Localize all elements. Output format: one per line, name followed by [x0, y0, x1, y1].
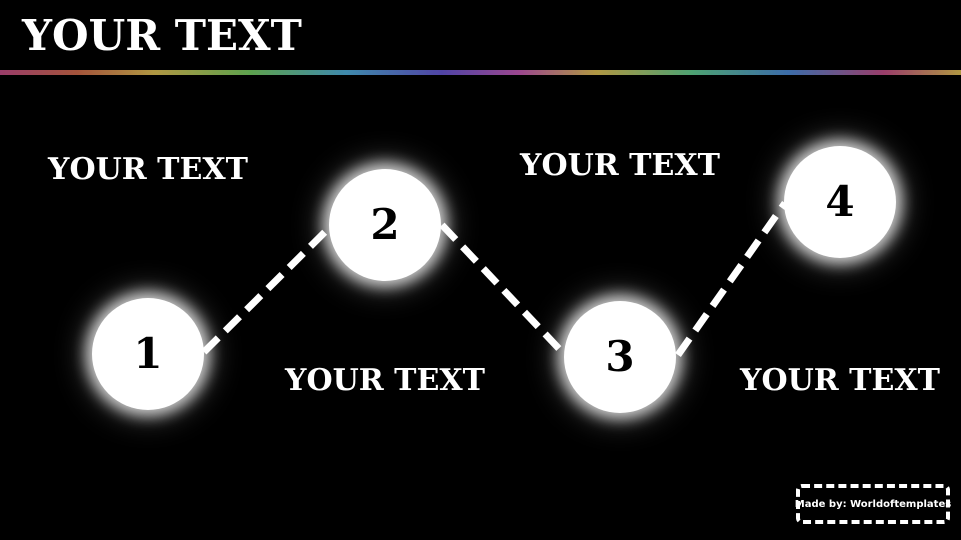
credit-badge: Made by: Worldoftemplates — [794, 484, 952, 524]
step-3-number: 3 — [605, 332, 635, 381]
rainbow-divider — [0, 70, 961, 75]
step-4-label[interactable]: YOUR TEXT — [740, 363, 940, 398]
connector-3-4 — [675, 200, 788, 358]
connector-1-2 — [201, 222, 335, 355]
slide-title[interactable]: YOUR TEXT — [22, 11, 302, 60]
step-3-label[interactable]: YOUR TEXT — [520, 148, 720, 183]
step-1-label[interactable]: YOUR TEXT — [48, 152, 248, 187]
step-2-label[interactable]: YOUR TEXT — [285, 363, 485, 398]
step-1-circle[interactable]: 1 — [92, 298, 204, 410]
step-1-number: 1 — [133, 329, 163, 378]
step-4-circle[interactable]: 4 — [784, 146, 896, 258]
step-3-circle[interactable]: 3 — [564, 301, 676, 413]
step-2-circle[interactable]: 2 — [329, 169, 441, 281]
step-4-number: 4 — [825, 177, 855, 226]
credit-text: Made by: Worldoftemplates — [794, 498, 952, 510]
step-2-number: 2 — [370, 200, 400, 249]
connector-2-3 — [439, 222, 568, 358]
